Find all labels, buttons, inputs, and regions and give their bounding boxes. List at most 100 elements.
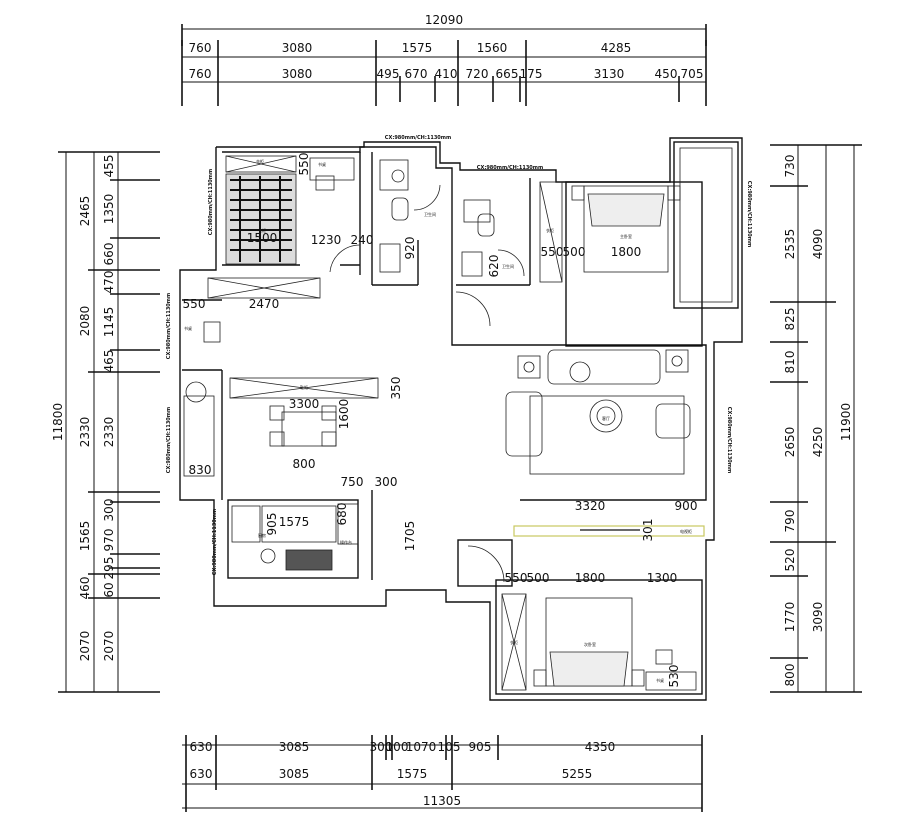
left-inner-dim: 660 bbox=[102, 243, 116, 266]
interior-dim: 350 bbox=[389, 377, 403, 400]
interior-dimensions: 550 1500 1230 240 920 620 550 500 1800 5… bbox=[183, 153, 698, 688]
right-dimensions: 730 2535 825 810 2650 790 520 1770 800 4… bbox=[770, 144, 862, 693]
right-inner-dim: 825 bbox=[783, 308, 797, 331]
top-row2-dim: 410 bbox=[435, 67, 458, 81]
left-inner-dim: 60 bbox=[102, 582, 116, 597]
room-label: 卫生间 bbox=[502, 263, 514, 269]
left-inner-dim: 1145 bbox=[102, 307, 116, 338]
bottom-row2-dim: 1575 bbox=[397, 767, 428, 781]
left-outer-dim: 460 bbox=[78, 577, 92, 600]
room-label: 书桌 bbox=[318, 161, 326, 167]
room-label: 衣柜 bbox=[258, 227, 266, 233]
window-label: CX:980mm/CH:1130mm bbox=[477, 165, 543, 171]
right-outer-dim: 4090 bbox=[811, 229, 825, 260]
left-inner-dim: 295 bbox=[102, 557, 116, 580]
bottom-row2-dim: 630 bbox=[190, 767, 213, 781]
left-inner-dim: 455 bbox=[102, 155, 116, 178]
bottom-total-dim: 11305 bbox=[423, 794, 461, 808]
bottom-row1-dim: 3085 bbox=[279, 740, 310, 754]
right-total-dim: 11900 bbox=[839, 403, 853, 441]
window-label: CX:980mm/CH:1130mm bbox=[208, 169, 214, 235]
interior-dim: 680 bbox=[335, 503, 349, 526]
interior-dim: 550 bbox=[505, 571, 528, 585]
right-inner-dim: 2650 bbox=[783, 427, 797, 458]
top-row2-dim: 495 bbox=[377, 67, 400, 81]
room-label: 衣柜 bbox=[256, 158, 264, 164]
left-outer-dim: 2465 bbox=[78, 196, 92, 227]
right-inner-dim: 1770 bbox=[783, 602, 797, 633]
room-labels: 衣柜 书桌 衣柜 卫生间 卫生间 衣柜 主卧室 书桌 鞋柜 客厅 电视柜 厨房 … bbox=[184, 158, 692, 683]
top-row1-dim: 1560 bbox=[477, 41, 508, 55]
window-labels: CX:980mm/CH:1130mm CX:980mm/CH:1130mm CX… bbox=[166, 135, 752, 575]
bottom-row1-dim: 630 bbox=[190, 740, 213, 754]
left-outer-dim: 2330 bbox=[78, 417, 92, 448]
window-label: CX:980mm/CH:1130mm bbox=[166, 407, 172, 473]
interior-dim: 3300 bbox=[289, 397, 320, 411]
interior-dim: 1300 bbox=[647, 571, 678, 585]
furniture bbox=[183, 155, 705, 691]
bottom-row1-dim: 905 bbox=[469, 740, 492, 754]
window-label: CX:980mm/CH:1130mm bbox=[212, 509, 218, 575]
walls bbox=[179, 137, 743, 701]
top-row1-dim: 3080 bbox=[282, 41, 313, 55]
left-inner-dim: 300 bbox=[102, 499, 116, 522]
top-row2-dim: 720 bbox=[466, 67, 489, 81]
right-inner-dim: 800 bbox=[783, 664, 797, 687]
top-row2-dim: 665 bbox=[496, 67, 519, 81]
room-label: 衣柜 bbox=[510, 639, 518, 645]
top-row2-dim: 3130 bbox=[594, 67, 625, 81]
left-inner-dim: 2330 bbox=[102, 417, 116, 448]
interior-dim: 2470 bbox=[249, 297, 280, 311]
interior-dim: 800 bbox=[293, 457, 316, 471]
window-label: CX:980mm/CH:1130mm bbox=[385, 135, 451, 141]
interior-dim: 530 bbox=[667, 665, 681, 688]
room-label: 电视柜 bbox=[680, 528, 692, 534]
room-label: 次卧室 bbox=[584, 641, 596, 647]
interior-dim: 1800 bbox=[575, 571, 606, 585]
right-inner-dim: 520 bbox=[783, 549, 797, 572]
bottom-dimensions: 630 3085 300 100 1070 105 905 4350 630 3… bbox=[182, 735, 703, 812]
top-row2-dim: 3080 bbox=[282, 67, 313, 81]
left-outer-dim: 2080 bbox=[78, 306, 92, 337]
interior-dim: 830 bbox=[189, 463, 212, 477]
interior-dim: 1500 bbox=[247, 231, 278, 245]
interior-dim: 620 bbox=[487, 255, 501, 278]
right-inner-dim: 2535 bbox=[783, 229, 797, 260]
bottom-row1-dim: 100 bbox=[386, 740, 409, 754]
interior-dim: 1705 bbox=[403, 521, 417, 552]
room-label: 书桌 bbox=[656, 677, 664, 683]
left-inner-dim: 1350 bbox=[102, 194, 116, 225]
interior-dim: 301 bbox=[641, 519, 655, 542]
room-label: 鞋柜 bbox=[300, 384, 308, 390]
bottom-row1-dim: 1070 bbox=[406, 740, 437, 754]
interior-dim: 300 bbox=[375, 475, 398, 489]
interior-dim: 900 bbox=[675, 499, 698, 513]
bottom-row1-dim: 4350 bbox=[585, 740, 616, 754]
right-outer-dim: 4250 bbox=[811, 427, 825, 458]
interior-dim: 1575 bbox=[279, 515, 310, 529]
left-inner-dim: 470 bbox=[102, 271, 116, 294]
interior-dim: 500 bbox=[563, 245, 586, 259]
bottom-row1-dim: 105 bbox=[438, 740, 461, 754]
left-outer-dim: 1565 bbox=[78, 521, 92, 552]
bottom-row2-dim: 5255 bbox=[562, 767, 593, 781]
window-label: CX:980mm/CH:1130mm bbox=[746, 181, 752, 247]
top-row1-dim: 760 bbox=[189, 41, 212, 55]
top-row2-dim: 175 bbox=[520, 67, 543, 81]
window-label: CX:980mm/CH:1130mm bbox=[166, 293, 172, 359]
room-label: 衣柜 bbox=[546, 227, 554, 233]
top-row2-dim: 450 bbox=[655, 67, 678, 81]
left-outer-dim: 2070 bbox=[78, 631, 92, 662]
interior-dim: 1600 bbox=[337, 399, 351, 430]
room-label: 客厅 bbox=[602, 415, 610, 421]
left-inner-dim: 970 bbox=[102, 529, 116, 552]
room-label: 主卧室 bbox=[620, 233, 632, 239]
room-label: 卫生间 bbox=[424, 211, 436, 217]
interior-dim: 1800 bbox=[611, 245, 642, 259]
interior-dim: 905 bbox=[265, 513, 279, 536]
room-label: 厨房 bbox=[258, 532, 266, 538]
top-row2-dim: 670 bbox=[405, 67, 428, 81]
room-label: 操作台 bbox=[340, 539, 352, 545]
room-label: 书桌 bbox=[184, 325, 192, 331]
